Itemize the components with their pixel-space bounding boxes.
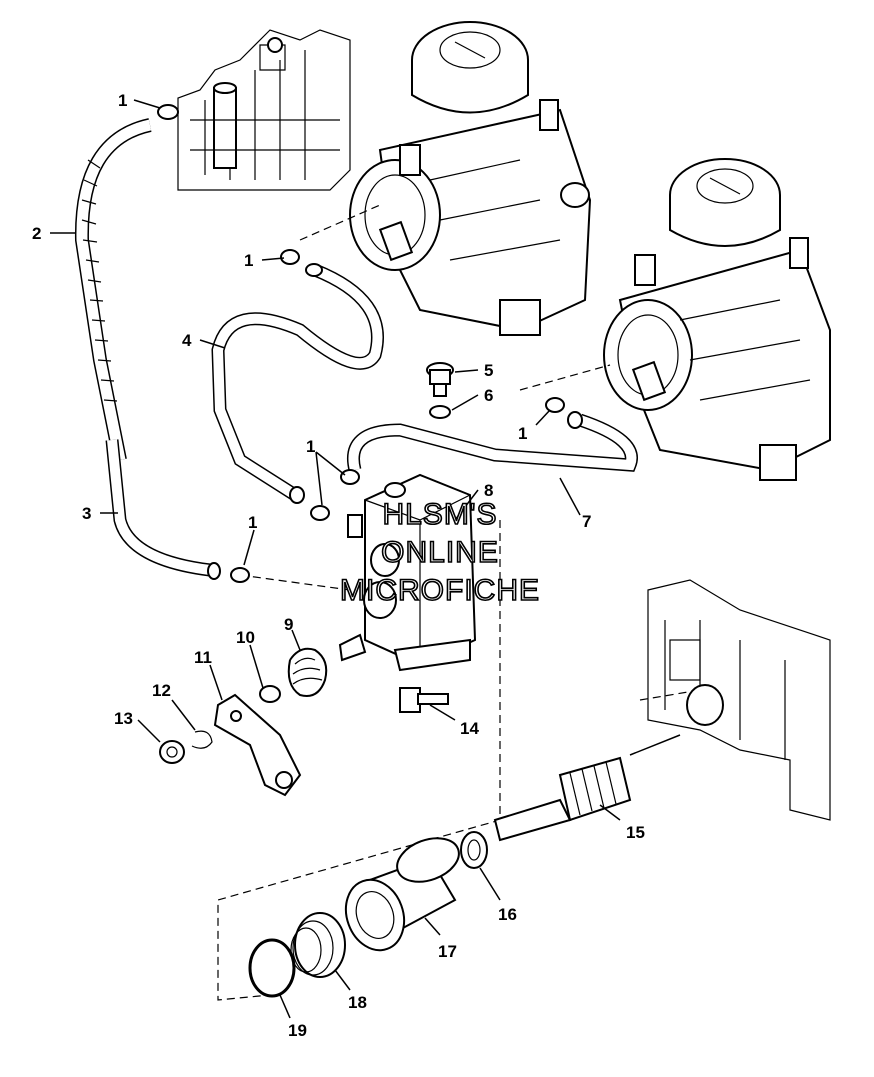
callout-5: 5 <box>484 361 493 380</box>
callout-15: 15 <box>626 823 645 842</box>
callout-1: 1 <box>244 251 253 270</box>
callout-8: 8 <box>484 481 493 500</box>
hose-2-wrapped <box>74 118 152 462</box>
engine-block-upper <box>177 29 351 191</box>
engine-block-lower <box>647 579 831 821</box>
leader-lines <box>50 99 621 1019</box>
callout-1: 1 <box>248 513 257 532</box>
callout-18: 18 <box>348 993 367 1012</box>
hose-clamps <box>157 104 565 583</box>
callout-13: 13 <box>114 709 133 728</box>
carburetor-lower-right <box>603 158 831 481</box>
carburetor-upper <box>349 21 592 336</box>
bolt-5-washer-6 <box>426 362 454 419</box>
callout-4: 4 <box>182 331 192 350</box>
sleeve-17 <box>344 837 460 952</box>
callout-14: 14 <box>460 719 479 738</box>
oil-pump-8 <box>338 473 477 672</box>
callout-6: 6 <box>484 386 493 405</box>
washer-16 <box>460 831 488 869</box>
callout-3: 3 <box>82 504 91 523</box>
callout-17: 17 <box>438 942 457 961</box>
callout-16: 16 <box>498 905 517 924</box>
callout-19: 19 <box>288 1021 307 1040</box>
callout-11: 11 <box>194 648 212 667</box>
drive-gear-15 <box>493 734 681 842</box>
callout-12: 12 <box>152 681 171 700</box>
spring-18 <box>290 912 346 978</box>
callout-10: 10 <box>236 628 255 647</box>
callout-1: 1 <box>518 424 527 443</box>
lever-assembly <box>159 647 328 797</box>
o-ring-19 <box>248 938 296 998</box>
callout-2: 2 <box>32 224 41 243</box>
callout-labels: 1 2 1 4 5 6 1 1 8 3 7 1 9 10 11 12 13 14… <box>32 91 645 1040</box>
callout-1: 1 <box>306 437 315 456</box>
callout-9: 9 <box>284 615 293 634</box>
bolt-14 <box>399 687 449 713</box>
callout-7: 7 <box>582 512 591 531</box>
callout-1: 1 <box>118 91 127 110</box>
